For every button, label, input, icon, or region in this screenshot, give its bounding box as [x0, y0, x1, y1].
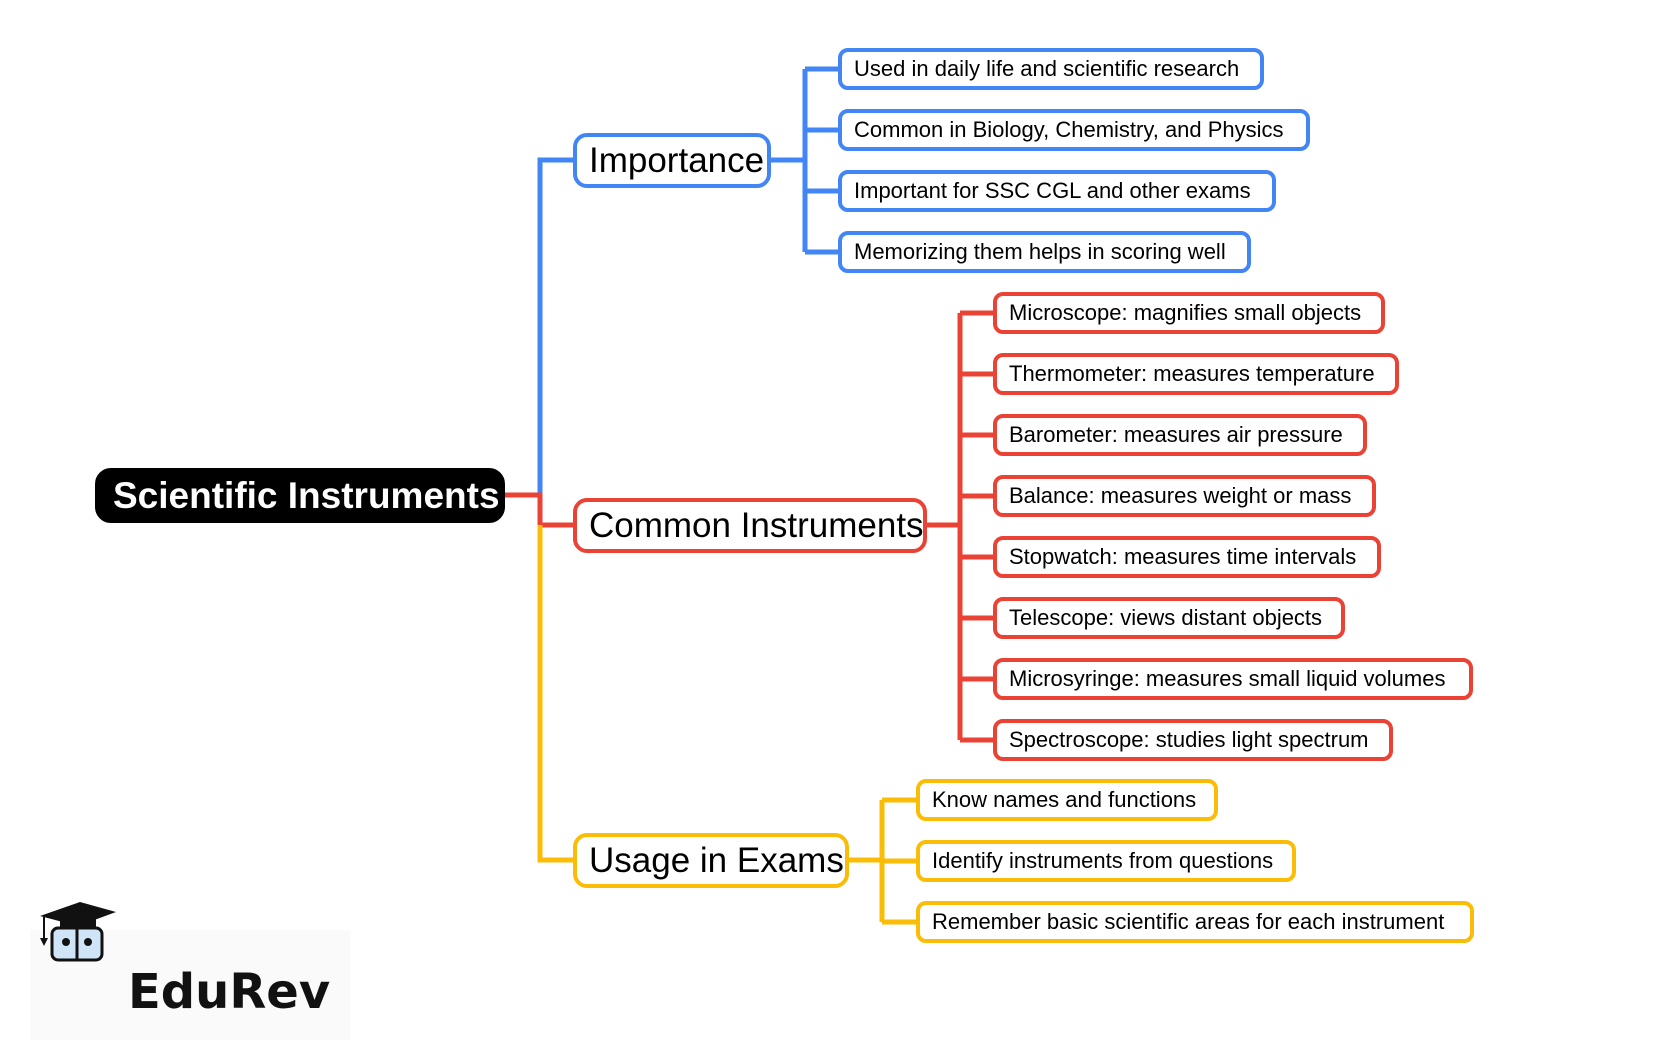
leaf-instrument-4[interactable]: Balance: measures weight or mass: [993, 475, 1376, 517]
leaf-label: Remember basic scientific areas for each…: [932, 909, 1445, 934]
branch-common-instruments[interactable]: Common Instruments: [573, 498, 927, 553]
leaf-label: Identify instruments from questions: [932, 848, 1274, 873]
branch-label: Common Instruments: [589, 505, 924, 545]
branch-label: Usage in Exams: [589, 840, 844, 880]
connector-root-importance: [505, 157, 573, 498]
connector-root-instruments: [505, 492, 573, 528]
leaf-label: Telescope: views distant objects: [1009, 605, 1323, 630]
leaf-usage-2[interactable]: Identify instruments from questions: [916, 840, 1296, 882]
edurev-logo: [30, 902, 350, 1040]
leaf-instrument-5[interactable]: Stopwatch: measures time intervals: [993, 536, 1381, 578]
leaf-label: Microsyringe: measures small liquid volu…: [1009, 666, 1446, 691]
leaf-instrument-6[interactable]: Telescope: views distant objects: [993, 597, 1345, 639]
leaf-label: Used in daily life and scientific resear…: [854, 56, 1240, 81]
branch-usage-in-exams[interactable]: Usage in Exams: [573, 833, 849, 888]
leaf-importance-2[interactable]: Common in Biology, Chemistry, and Physic…: [838, 109, 1310, 151]
graduation-cap-mascot-icon: [40, 902, 116, 962]
leaf-instrument-1[interactable]: Microscope: magnifies small objects: [993, 292, 1385, 334]
leaf-label: Memorizing them helps in scoring well: [854, 239, 1226, 264]
logo-text: EduRev: [128, 964, 331, 1020]
leaf-label: Important for SSC CGL and other exams: [854, 178, 1251, 203]
leaf-importance-3[interactable]: Important for SSC CGL and other exams: [838, 170, 1276, 212]
leaf-label: Stopwatch: measures time intervals: [1009, 544, 1357, 569]
leaf-importance-1[interactable]: Used in daily life and scientific resear…: [838, 48, 1264, 90]
connector-root-usage: [537, 525, 573, 863]
branch-importance[interactable]: Importance: [573, 133, 771, 188]
leaf-label: Know names and functions: [932, 787, 1197, 812]
leaf-instrument-7[interactable]: Microsyringe: measures small liquid volu…: [993, 658, 1473, 700]
leaf-label: Balance: measures weight or mass: [1009, 483, 1352, 508]
leaf-label: Common in Biology, Chemistry, and Physic…: [854, 117, 1284, 142]
root-node[interactable]: Scientific Instruments: [95, 468, 505, 523]
leaf-label: Barometer: measures air pressure: [1009, 422, 1343, 447]
leaf-instrument-3[interactable]: Barometer: measures air pressure: [993, 414, 1367, 456]
root-label: Scientific Instruments: [113, 474, 500, 516]
leaf-usage-1[interactable]: Know names and functions: [916, 779, 1218, 821]
leaf-label: Thermometer: measures temperature: [1009, 361, 1375, 386]
leaf-usage-3[interactable]: Remember basic scientific areas for each…: [916, 901, 1474, 943]
leaf-instrument-8[interactable]: Spectroscope: studies light spectrum: [993, 719, 1393, 761]
leaf-importance-4[interactable]: Memorizing them helps in scoring well: [838, 231, 1251, 273]
branch-label: Importance: [589, 140, 765, 180]
leaf-instrument-2[interactable]: Thermometer: measures temperature: [993, 353, 1399, 395]
leaf-label: Microscope: magnifies small objects: [1009, 300, 1362, 325]
leaf-label: Spectroscope: studies light spectrum: [1009, 727, 1369, 752]
